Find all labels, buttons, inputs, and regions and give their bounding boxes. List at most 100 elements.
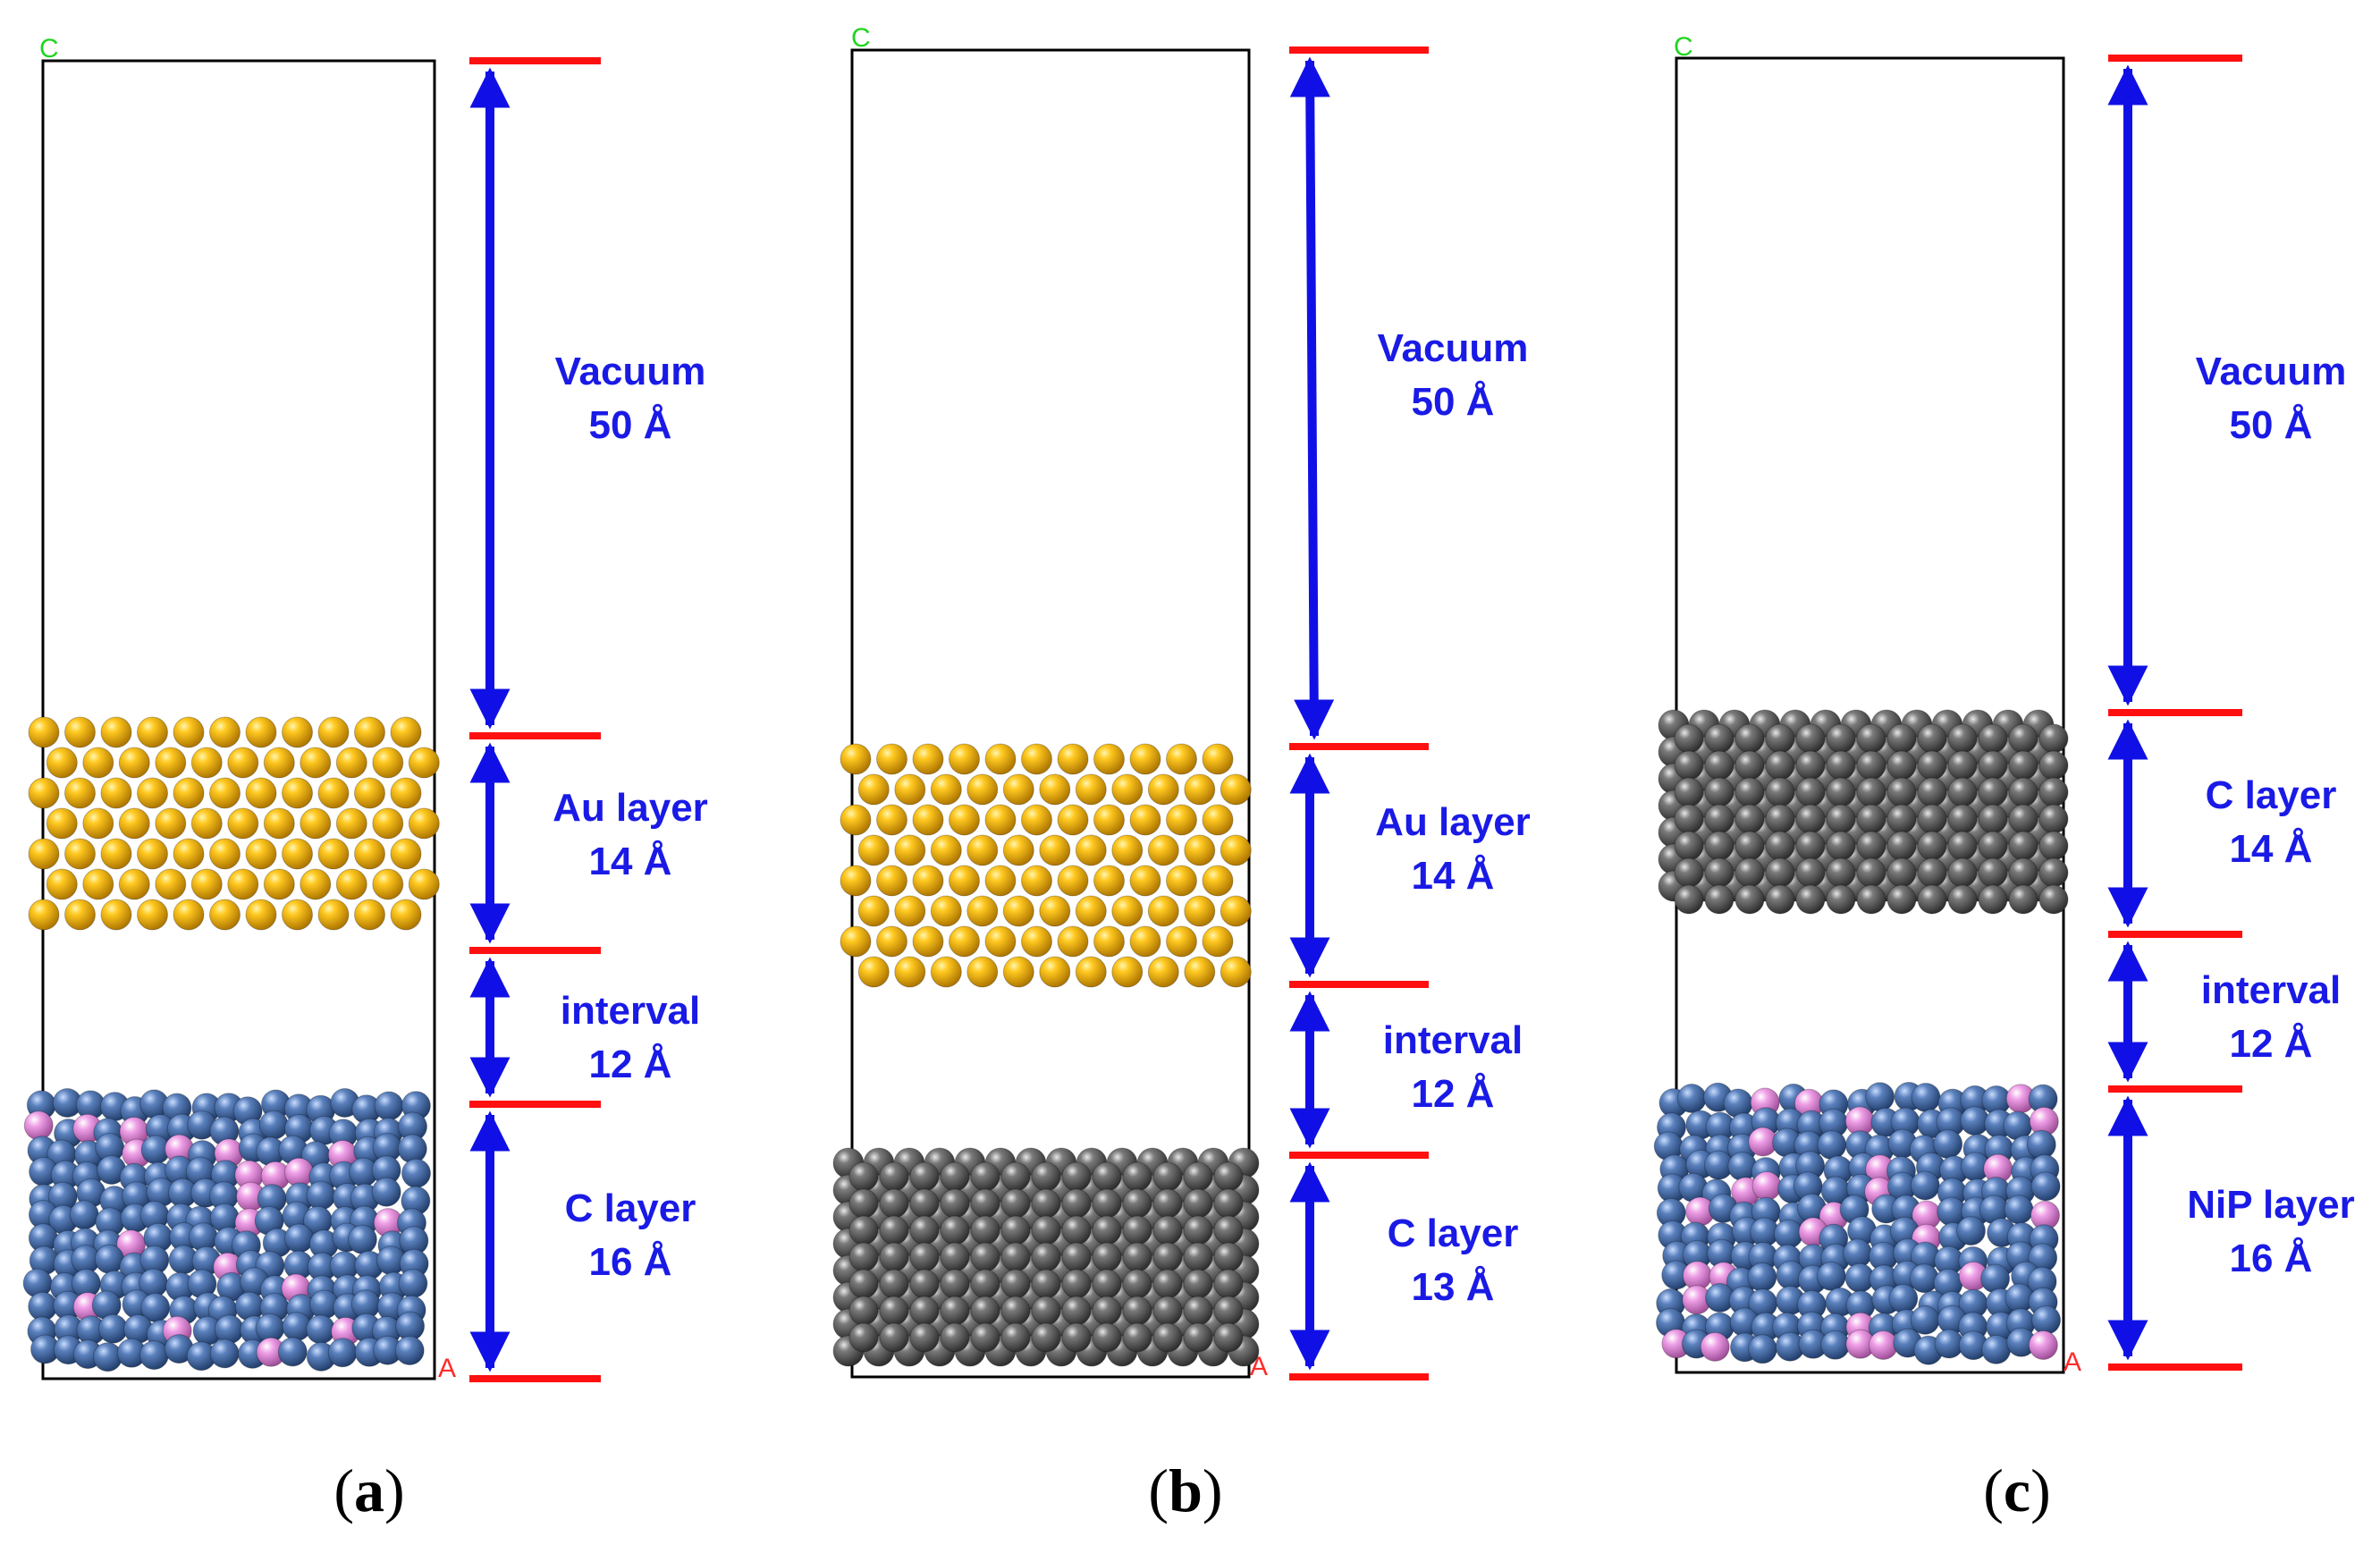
vacuum-value: 50 Å <box>589 403 672 447</box>
au-layer-value: 14 Å <box>589 840 672 883</box>
c-atom <box>1704 804 1734 834</box>
c-atom <box>848 1188 879 1219</box>
au-atom <box>190 807 223 840</box>
vacuum-label: Vacuum <box>1378 326 1529 370</box>
au-atom <box>1166 743 1197 775</box>
au-atom <box>894 834 926 866</box>
c-atom <box>1856 804 1886 834</box>
au-atom <box>1147 956 1179 988</box>
au-atom <box>912 743 944 775</box>
au-atom <box>263 807 295 840</box>
au-atom <box>227 868 259 900</box>
au-atom <box>28 777 60 809</box>
au-atom <box>857 956 890 988</box>
au-atom <box>118 807 150 840</box>
c-atom <box>1183 1242 1213 1272</box>
au-atom <box>840 865 872 897</box>
au-atom <box>1093 925 1125 958</box>
c-atom <box>1795 804 1826 834</box>
au-atom <box>1166 865 1197 897</box>
au-atom <box>1220 956 1252 988</box>
au-atom <box>335 868 367 900</box>
au-atom <box>263 868 295 900</box>
au-layer-label: Au layer <box>1375 800 1531 844</box>
p-atom <box>2028 1330 2058 1360</box>
au-atom <box>64 838 96 870</box>
c-atom <box>940 1242 970 1272</box>
au-atom <box>876 865 907 897</box>
c-atom <box>1092 1215 1122 1245</box>
c-atom <box>1917 804 1947 834</box>
au-atom <box>930 956 962 988</box>
c-atom <box>1765 804 1795 834</box>
panel-label: (c) <box>1983 1456 2051 1524</box>
c-atom <box>1795 857 1826 888</box>
au-atom <box>173 716 205 748</box>
au-atom <box>1184 956 1216 988</box>
au-atom <box>1002 773 1034 806</box>
c-atom <box>1765 831 1795 861</box>
c-atom <box>1765 777 1795 807</box>
au-atom <box>1075 895 1107 927</box>
c-atom <box>1947 723 1978 754</box>
c-atom <box>1765 884 1795 915</box>
c-atom <box>970 1215 1000 1245</box>
au-atom <box>1021 804 1052 836</box>
c-atom <box>1674 777 1704 807</box>
ni-atom <box>2004 1195 2034 1225</box>
c-atom <box>848 1242 879 1272</box>
au-atom <box>100 899 132 931</box>
ni-atom <box>1773 1219 1803 1249</box>
c-atom <box>879 1215 909 1245</box>
au-atom <box>930 773 962 806</box>
c-atom <box>1886 804 1917 834</box>
au-atom <box>118 868 150 900</box>
au-atom <box>1075 773 1107 806</box>
au-layer-value: 14 Å <box>1412 854 1495 898</box>
c-atom <box>879 1296 909 1326</box>
au-atom <box>245 899 277 931</box>
au-atom <box>100 777 132 809</box>
c-atom <box>1826 857 1856 888</box>
c-atom <box>1978 884 2008 915</box>
au-atom <box>28 838 60 870</box>
au-atom <box>390 899 422 931</box>
c-atom <box>1917 723 1947 754</box>
au-atom <box>1002 834 1034 866</box>
c-atom <box>1213 1322 1244 1353</box>
au-atom <box>190 747 223 779</box>
au-atom <box>209 838 241 870</box>
panel-b: C A Vacuum 50 Å Au layer 14 Å interval 1… <box>832 23 1531 1524</box>
au-atom <box>1093 804 1125 836</box>
au-atom <box>876 804 907 836</box>
ni-atom <box>1676 1084 1707 1113</box>
c-atom <box>1947 804 1978 834</box>
au-atom <box>335 807 367 840</box>
c-atom <box>1061 1269 1092 1299</box>
au-atom <box>1166 925 1197 958</box>
au-atom <box>209 777 241 809</box>
c-atom <box>848 1322 879 1353</box>
c-atom <box>1213 1188 1244 1219</box>
ni-atom <box>1747 1262 1777 1292</box>
axis-a-label: A <box>2064 1347 2081 1377</box>
ni-atom <box>1909 1263 1939 1294</box>
au-atom <box>984 925 1017 958</box>
au-atom <box>966 834 999 866</box>
ni-atom <box>1910 1304 1940 1335</box>
au-atom <box>100 716 132 748</box>
c-atom <box>1856 723 1886 754</box>
au-atom <box>1184 895 1216 927</box>
nip-layer-value: 16 Å <box>2230 1237 2313 1280</box>
c-atom <box>879 1322 909 1353</box>
p-atom <box>23 1110 54 1141</box>
au-atom <box>1184 834 1216 866</box>
c-layer-label: C layer <box>2206 773 2337 817</box>
au-atom <box>354 777 385 809</box>
c-atom <box>1152 1269 1183 1299</box>
c-layer-value: 16 Å <box>589 1240 672 1284</box>
ni-atom <box>306 1180 336 1211</box>
c-atom <box>1000 1188 1031 1219</box>
c-atom <box>1826 750 1856 781</box>
c-atom <box>1031 1242 1061 1272</box>
